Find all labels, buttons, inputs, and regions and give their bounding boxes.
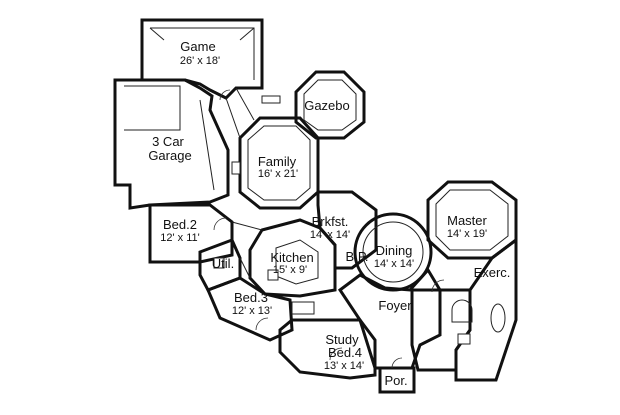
dining-inner xyxy=(362,221,424,283)
game-ceiling-diag-2 xyxy=(239,27,255,41)
label-game-name: Game xyxy=(180,39,215,54)
kitchen-sink xyxy=(267,269,279,281)
label-bed3-name: Bed.3 xyxy=(234,290,268,305)
label-game-size: 26' x 18' xyxy=(180,55,220,67)
label-util-name: Util. xyxy=(212,256,234,271)
label-gazebo-name: Gazebo xyxy=(304,98,350,113)
master-vanity xyxy=(457,333,471,345)
door-foyer xyxy=(391,357,403,369)
label-bed2-name: Bed.2 xyxy=(163,217,197,232)
game-wetbar xyxy=(261,95,281,104)
label-bp-name: B.P. xyxy=(346,249,369,264)
master-shower-arch xyxy=(451,299,473,323)
label-exerc-name: Exerc. xyxy=(474,265,511,280)
gazebo-walls xyxy=(294,70,366,140)
label-family-size: 16' x 21' xyxy=(258,168,298,180)
door-master xyxy=(431,279,445,293)
family-inner xyxy=(247,125,311,201)
label-study-size: 13' x 14' xyxy=(324,360,364,372)
game-ceiling-diag-1 xyxy=(149,27,165,41)
brkfst-walls xyxy=(316,190,378,270)
master-inner xyxy=(435,189,509,251)
bed3-walls xyxy=(206,276,294,342)
bed2-walls xyxy=(148,203,234,264)
label-bed2-size: 12' x 11' xyxy=(160,232,199,244)
family-walls xyxy=(238,116,320,210)
door-bed2 xyxy=(213,217,227,231)
label-garage-line1: 3 Car xyxy=(152,134,184,149)
label-study-line1: Study xyxy=(325,332,359,347)
label-master-size: 14' x 19' xyxy=(447,228,487,240)
label-master-name: Master xyxy=(447,213,487,228)
label-brkfst-size: 14' x 14' xyxy=(310,229,350,241)
foyer-walls xyxy=(337,267,442,370)
room-labels: Game 26' x 18' Gazebo 3 Car Garage Famil… xyxy=(148,39,510,388)
label-family-name: Family xyxy=(258,154,297,169)
label-foyer-name: Foyer xyxy=(378,298,412,313)
porch-walls xyxy=(378,366,416,394)
label-porch-name: Por. xyxy=(384,373,407,388)
label-study-line2: Bed.4 xyxy=(328,345,362,360)
label-kitchen-name: Kitchen xyxy=(270,250,313,265)
util-washer xyxy=(213,257,225,269)
hall-line-1 xyxy=(225,97,241,139)
label-kitchen-size: 15' x 9' xyxy=(273,264,307,276)
hall-line-3 xyxy=(231,221,263,231)
master-bath-walls xyxy=(410,288,472,372)
powder-fixture xyxy=(231,161,241,175)
hall-line-2 xyxy=(235,87,255,121)
door-bed3 xyxy=(255,317,269,331)
label-brkfst-name: Brkfst. xyxy=(312,214,349,229)
label-dining-size: 14' x 14' xyxy=(374,258,414,270)
master-tub xyxy=(490,303,506,333)
study-walls xyxy=(278,318,377,380)
kitchen-walls xyxy=(248,218,337,298)
game-ceiling xyxy=(150,27,255,80)
label-dining-name: Dining xyxy=(376,243,413,258)
exerc-walls xyxy=(454,237,518,382)
door-study xyxy=(329,347,343,361)
garage-divider xyxy=(199,99,215,191)
label-garage-line2: Garage xyxy=(148,148,191,163)
exterior-walls xyxy=(113,18,518,394)
garage-bay-line xyxy=(124,85,181,131)
label-bed3-size: 12' x 13' xyxy=(232,305,272,317)
gazebo-inner xyxy=(303,79,357,131)
door-game xyxy=(219,89,231,101)
hall-line-4 xyxy=(239,257,251,279)
bath-counter xyxy=(291,301,315,315)
interior-details xyxy=(124,27,509,369)
garage-walls xyxy=(113,78,230,210)
